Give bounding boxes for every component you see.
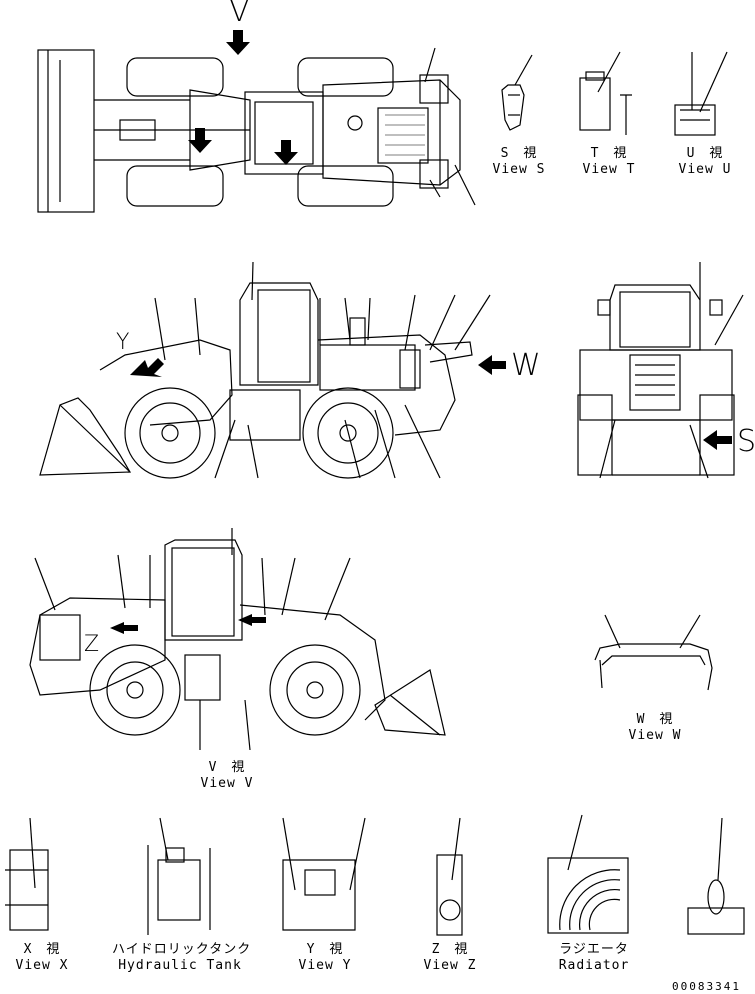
left-side-view-loader [39, 261, 491, 479]
view-t-drawing [579, 51, 632, 135]
view-x-drawing [5, 817, 49, 931]
decal-plate-drawing [687, 817, 745, 935]
right-side-view-loader [29, 528, 446, 751]
view-y-drawing [282, 817, 366, 931]
arrow-y-icon [130, 358, 164, 377]
view-w-drawing [594, 614, 713, 691]
view-s-drawing [501, 54, 533, 131]
arrow-z-icon [110, 614, 266, 634]
document-id: 00083341 [672, 980, 741, 993]
view-u-drawing [674, 51, 728, 136]
arrow-v-icon [188, 30, 298, 165]
arrow-label-y: Y [116, 330, 130, 355]
radiator-drawing [547, 814, 629, 934]
view-z-drawing [436, 817, 463, 936]
arrow-label-v: V [229, 0, 250, 29]
rear-view-loader [577, 262, 744, 479]
arrow-label-s: S [737, 424, 755, 459]
arrow-label-w: W [511, 348, 541, 383]
top-view-loader [37, 47, 476, 213]
arrow-w-icon [478, 355, 506, 375]
view-marker-label-grid [385, 114, 425, 156]
arrow-s-icon [703, 430, 732, 450]
arrow-label-z: Z [84, 632, 100, 657]
hydraulic-tank-drawing [147, 817, 211, 935]
